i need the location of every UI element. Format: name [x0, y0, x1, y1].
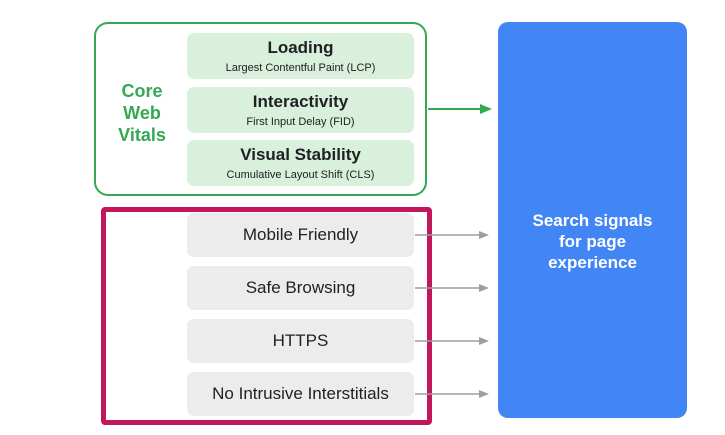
metric-subtitle: Cumulative Layout Shift (CLS): [226, 169, 375, 181]
target-label-line-1: Search signals: [532, 211, 653, 230]
mobile-friendly-arrow-head: [479, 231, 489, 239]
metric-title: Interactivity: [252, 92, 349, 111]
https-arrow-head: [479, 337, 489, 345]
cwv-label-line-1: Core: [121, 81, 163, 101]
metric-subtitle: Largest Contentful Paint (LCP): [225, 62, 376, 74]
metric-title: Visual Stability: [240, 145, 361, 164]
metric-subtitle: First Input Delay (FID): [246, 116, 355, 128]
signal-https: HTTPS: [187, 319, 414, 363]
cwv-arrow-head: [480, 104, 492, 114]
interstitials-arrow-head: [479, 390, 489, 398]
signal-no-intrusive-interstitials: No Intrusive Interstitials: [187, 372, 414, 416]
cwv-label-line-3: Vitals: [118, 125, 166, 145]
target-label-line-2: for page: [558, 232, 627, 251]
metric-loading: Loading Largest Contentful Paint (LCP): [187, 33, 414, 79]
metric-title: Loading: [267, 38, 334, 57]
other-signals-highlight-box: [101, 207, 432, 425]
target-label-line-3: experience: [548, 253, 637, 272]
signal-mobile-friendly: Mobile Friendly: [187, 213, 414, 257]
cwv-label-line-2: Web: [123, 103, 161, 123]
target-label: Search signals for page experience: [498, 210, 687, 273]
metric-visual-stability: Visual Stability Cumulative Layout Shift…: [187, 140, 414, 186]
search-signals-target-box: Search signals for page experience: [498, 22, 687, 418]
metric-interactivity: Interactivity First Input Delay (FID): [187, 87, 414, 133]
signal-safe-browsing: Safe Browsing: [187, 266, 414, 310]
core-web-vitals-label: Core Web Vitals: [104, 80, 180, 146]
safe-browsing-arrow-head: [479, 284, 489, 292]
